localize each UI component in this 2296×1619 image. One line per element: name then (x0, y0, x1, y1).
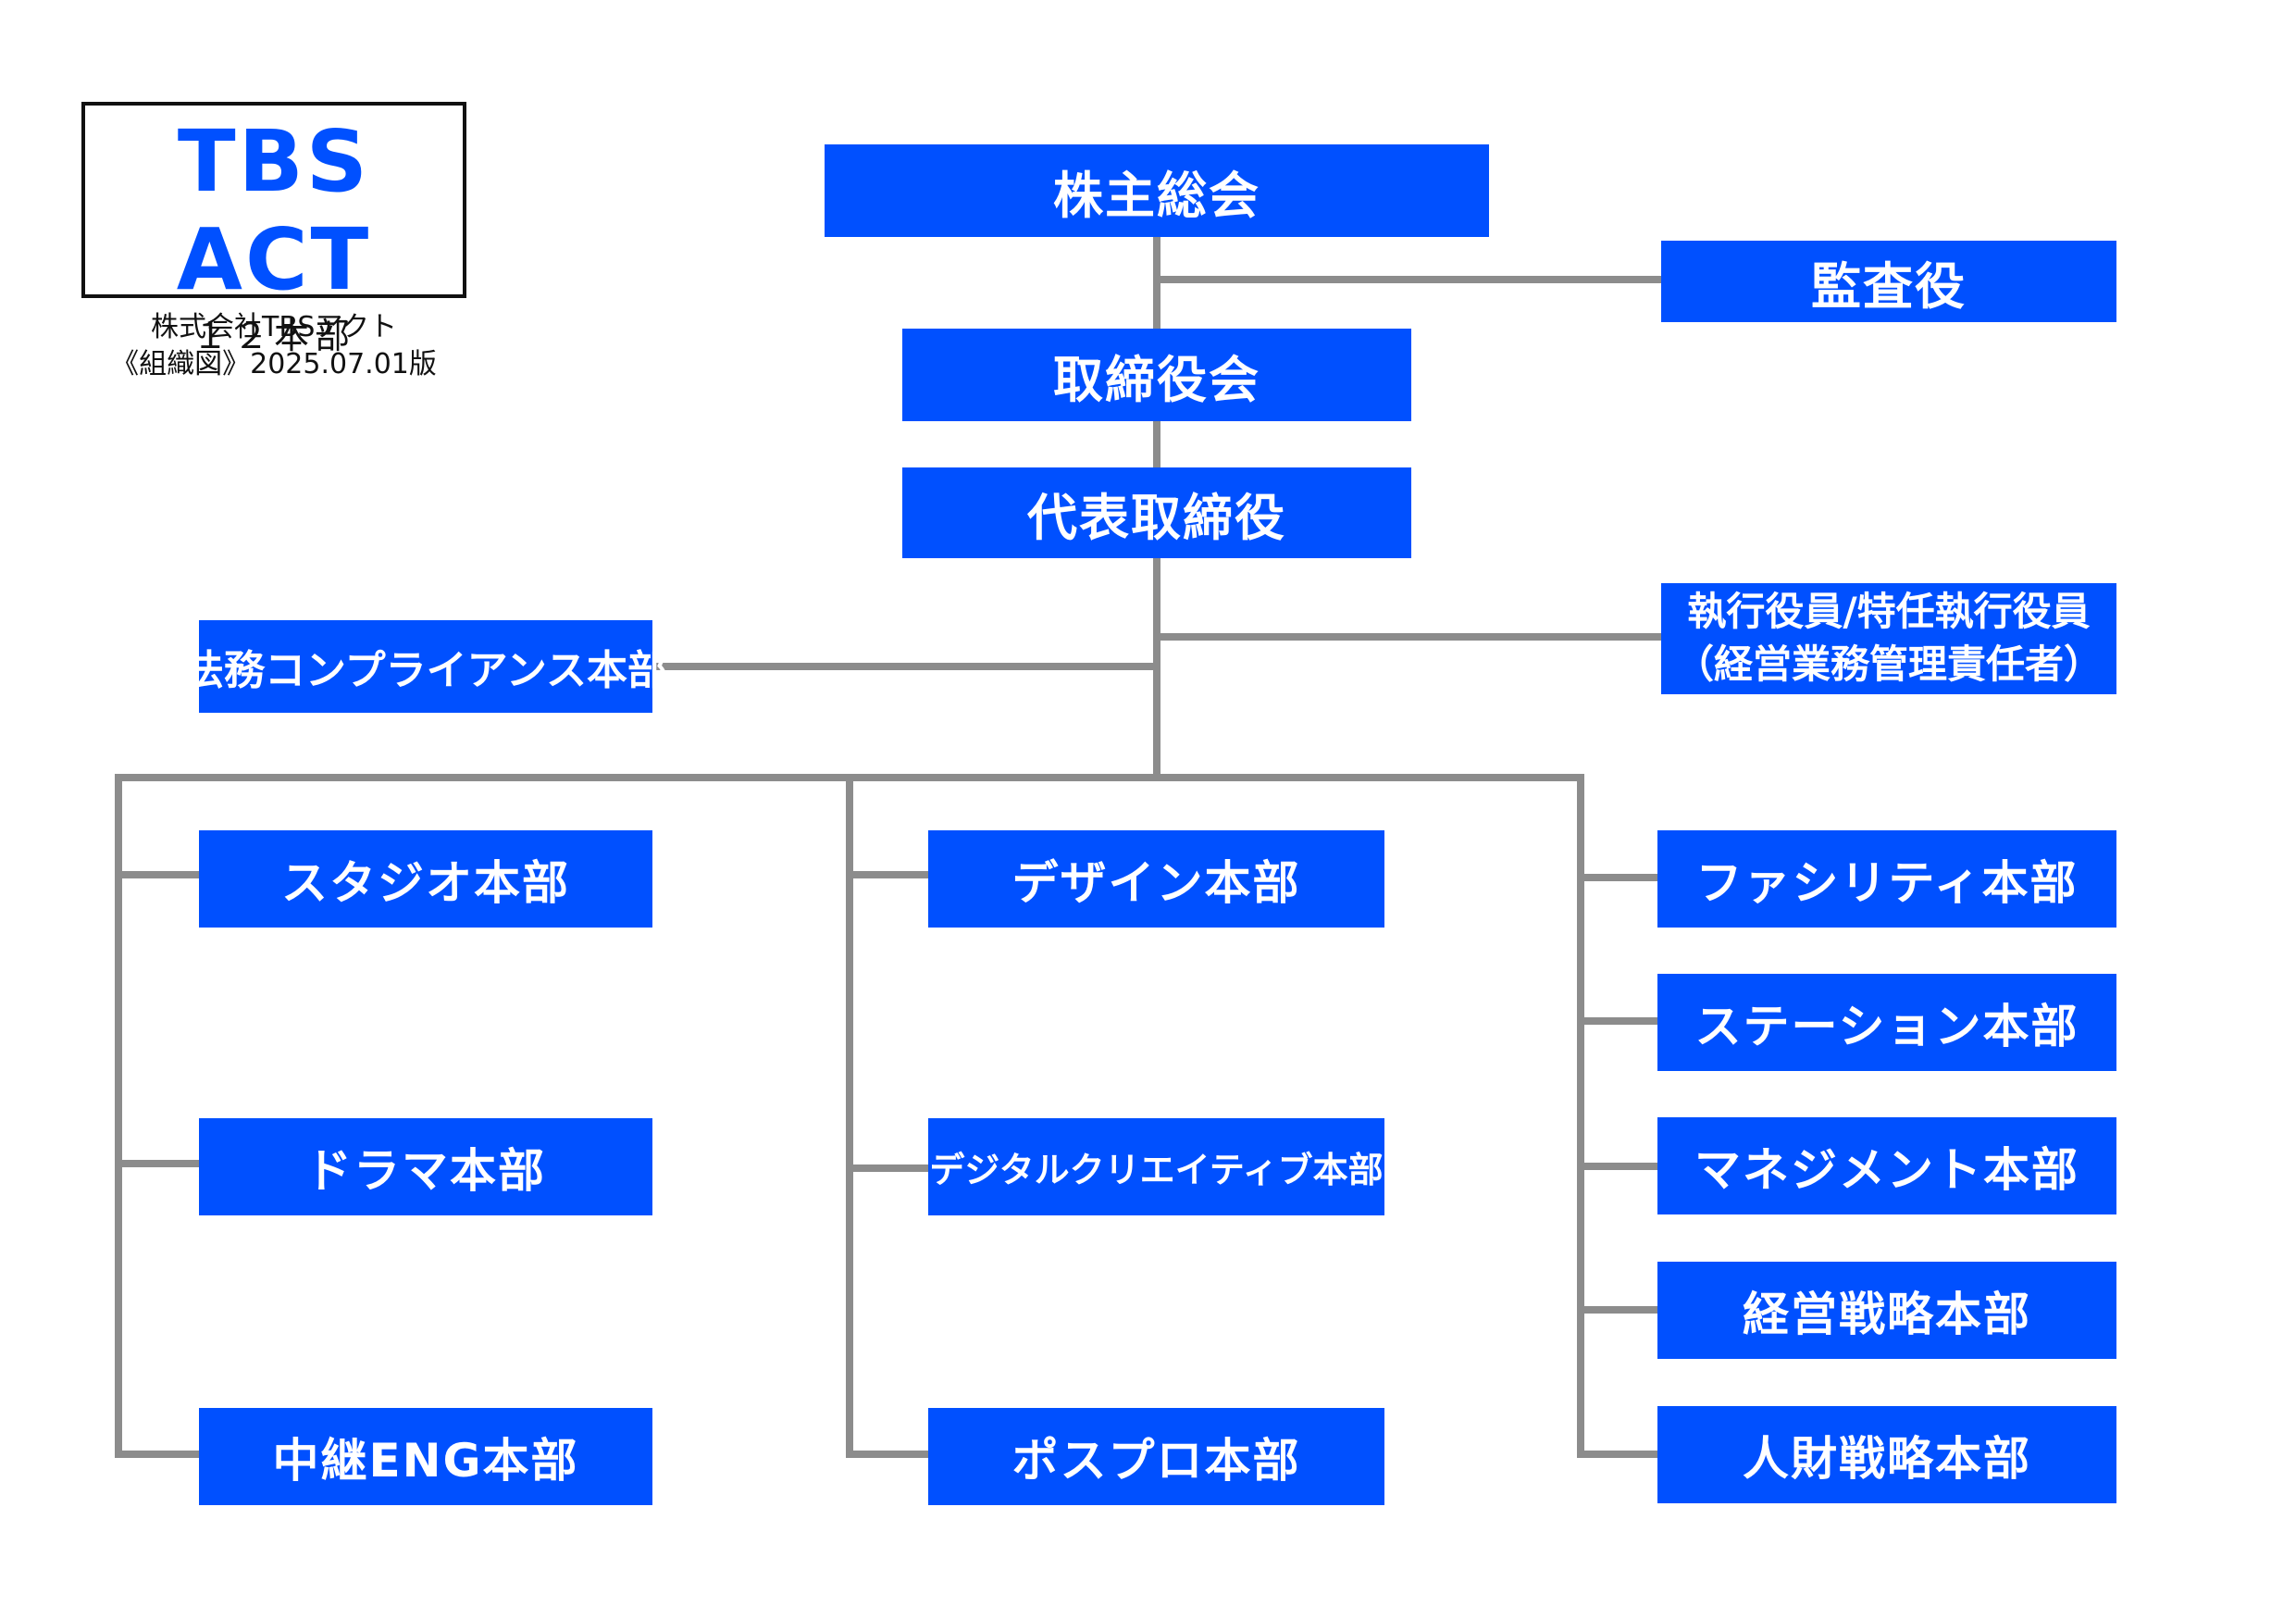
drama-division-box: ドラマ本部 (199, 1118, 652, 1215)
legal-compliance-division-box: 法務コンプライアンス本部 (183, 620, 668, 713)
management-supervisor-label: （経営業務管理責任者） (1674, 641, 2103, 687)
relay-eng-division-box: 中継ENG本部 (199, 1408, 652, 1505)
studio-division-box: スタジオ本部 (199, 830, 652, 928)
company-name: 株式会社TBSアクト (151, 311, 397, 343)
post-production-division-box: ポスプロ本部 (928, 1408, 1384, 1505)
management-division-box: マネジメント本部 (1657, 1117, 2116, 1214)
logo-text: TBS ACT (176, 112, 372, 309)
digital-creative-division-box: デジタルクリエイティブ本部 (928, 1118, 1384, 1215)
board-of-directors-box: 取締役会 (902, 329, 1411, 421)
executive-officers-box: 執行役員/特任執行役員 （経営業務管理責任者） (1661, 583, 2116, 694)
representative-director-box: 代表取締役 (902, 467, 1411, 558)
executive-officers-label: 執行役員/特任執行役員 (1687, 589, 2091, 635)
auditor-box: 監査役 (1661, 241, 2116, 322)
company-logo-box: TBS ACT 株式会社TBSアクト 《組織図》2025.07.01版 (81, 102, 466, 380)
shareholders-meeting-box: 株主総会 (825, 144, 1489, 237)
facility-division-box: ファシリティ本部 (1657, 830, 2116, 928)
business-strategy-division-box: 経営戦略本部 (1657, 1262, 2116, 1359)
document-title: 《組織図》2025.07.01版 (111, 348, 437, 380)
station-division-box: ステーション本部 (1657, 974, 2116, 1071)
design-division-box: デザイン本部 (928, 830, 1384, 928)
human-resources-strategy-division-box: 人財戦略本部 (1657, 1406, 2116, 1503)
division-count: １２本部 (192, 316, 355, 356)
